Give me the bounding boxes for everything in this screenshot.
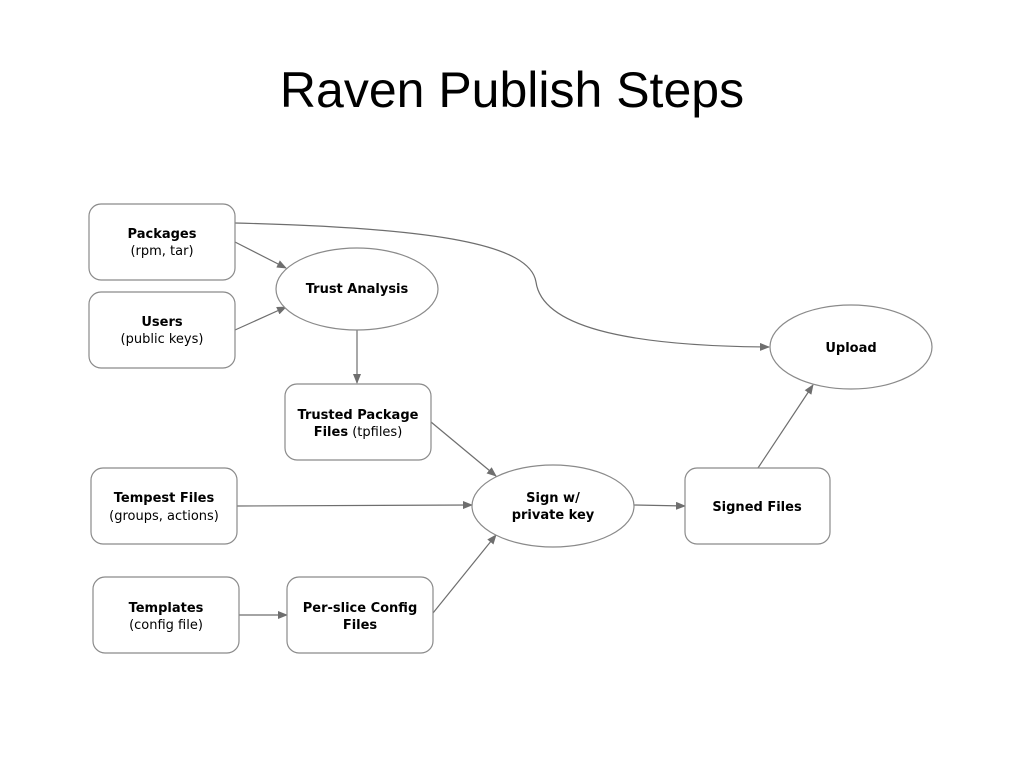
- sign-label-line1: Sign w/: [526, 491, 580, 506]
- edge-sign-to-signed-files: [633, 501, 686, 510]
- node-trust-analysis: Trust Analysis: [275, 247, 439, 331]
- tempest-files-label: Tempest Files: [114, 491, 215, 506]
- edge-packages-to-upload: [234, 222, 770, 351]
- templates-label: Templates: [129, 601, 204, 616]
- trusted-package-files-bold-line2: Files: [314, 425, 349, 440]
- edges: [234, 222, 814, 619]
- trusted-package-files-label-line1: Trusted Package: [298, 408, 419, 423]
- packages-label: Packages: [128, 227, 197, 242]
- trust-analysis-label: Trust Analysis: [306, 282, 409, 297]
- edge-users-to-trust-analysis: [234, 306, 287, 331]
- users-sublabel: (public keys): [121, 332, 204, 347]
- per-slice-config-label-line2: Files: [343, 618, 378, 633]
- sign-label-line2: private key: [512, 508, 595, 523]
- edge-tempest-files-to-sign: [236, 501, 473, 510]
- upload-label: Upload: [825, 341, 876, 356]
- node-templates: Templates (config file): [92, 576, 240, 654]
- per-slice-config-label-line1: Per-slice Config: [303, 601, 418, 616]
- tempest-files-sublabel: (groups, actions): [109, 509, 219, 524]
- node-sign: Sign w/ private key: [471, 464, 635, 548]
- users-label: Users: [141, 315, 183, 330]
- node-per-slice-config-files: Per-slice Config Files: [286, 576, 434, 654]
- edge-per-slice-config-to-sign: [432, 534, 497, 614]
- templates-sublabel: (config file): [129, 618, 203, 633]
- trusted-package-files-sub-line2: (tpfiles): [348, 425, 402, 440]
- node-packages: Packages (rpm, tar): [88, 203, 236, 281]
- trusted-package-files-label-line2: Files (tpfiles): [314, 425, 403, 440]
- packages-sublabel: (rpm, tar): [130, 244, 193, 259]
- edge-packages-to-trust-analysis: [234, 241, 287, 269]
- edge-signed-files-to-upload: [757, 384, 814, 469]
- node-users: Users (public keys): [88, 291, 236, 369]
- node-signed-files: Signed Files: [684, 467, 831, 545]
- edge-trusted-package-files-to-sign: [430, 421, 497, 477]
- signed-files-label: Signed Files: [712, 500, 802, 515]
- node-tempest-files: Tempest Files (groups, actions): [90, 467, 238, 545]
- node-trusted-package-files: Trusted Package Files (tpfiles): [284, 383, 432, 461]
- slide-title: Raven Publish Steps: [279, 62, 745, 118]
- node-upload: Upload: [769, 304, 933, 390]
